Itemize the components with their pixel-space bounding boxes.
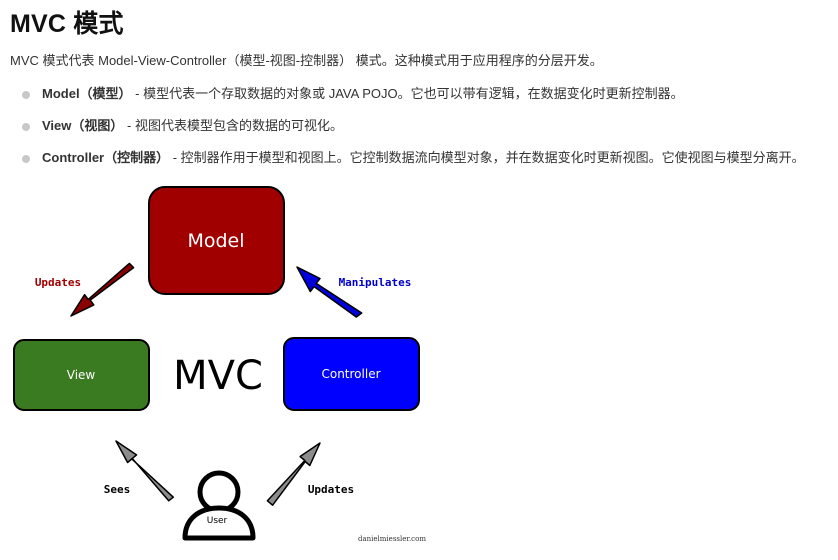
model-label: Model	[187, 230, 244, 252]
list-item-description: - 视图代表模型包含的数据的可视化。	[123, 118, 343, 133]
definition-list: Model（模型） - 模型代表一个存取数据的对象或 JAVA POJO。它也可…	[0, 85, 805, 181]
list-item-term: View（视图）	[42, 118, 124, 133]
list-item-model: Model（模型） - 模型代表一个存取数据的对象或 JAVA POJO。它也可…	[0, 85, 805, 117]
arrow-updates-controller	[266, 442, 321, 506]
list-item-term: Model（模型）	[42, 86, 132, 101]
center-mvc-label: MVC	[173, 353, 263, 399]
label-manipulates: Manipulates	[339, 276, 412, 289]
label-updates-controller: Updates	[308, 483, 354, 496]
view-node	[13, 339, 150, 411]
intro-paragraph: MVC 模式代表 Model-View-Controller（模型-视图-控制器…	[10, 53, 603, 68]
bullet-dot-icon	[22, 123, 30, 131]
user-head-icon	[197, 470, 241, 514]
arrow-updates-view	[70, 262, 135, 317]
label-updates-view: Updates	[35, 276, 81, 289]
list-item-description: - 模型代表一个存取数据的对象或 JAVA POJO。它也可以带有逻辑，在数据变…	[131, 86, 684, 101]
user-icon	[182, 470, 256, 541]
user-label: User	[207, 516, 228, 526]
controller-node	[283, 337, 420, 411]
list-item-view: View（视图） - 视图代表模型包含的数据的可视化。	[0, 117, 805, 149]
arrow-manipulates	[296, 266, 363, 318]
page-title: MVC 模式	[10, 10, 124, 38]
list-item-controller: Controller（控制器） - 控制器作用于模型和视图上。它控制数据流向模型…	[0, 149, 805, 181]
arrow-sees	[115, 440, 175, 502]
bullet-dot-icon	[22, 91, 30, 99]
view-label: View	[67, 368, 96, 382]
bullet-dot-icon	[22, 155, 30, 163]
controller-label: Controller	[321, 367, 380, 381]
list-item-term: Controller（控制器）	[42, 150, 170, 165]
model-node	[148, 186, 285, 295]
credit-text: danielmiessler.com	[358, 535, 426, 543]
arrow-sees-shape	[115, 440, 175, 502]
user-body-icon	[182, 505, 256, 541]
arrow-updates-controller-shape	[266, 442, 321, 506]
arrow-updates-view-shape	[70, 262, 135, 317]
arrow-manipulates-shape	[296, 266, 363, 318]
list-item-description: - 控制器作用于模型和视图上。它控制数据流向模型对象，并在数据变化时更新视图。它…	[169, 150, 805, 165]
label-sees: Sees	[104, 483, 131, 496]
